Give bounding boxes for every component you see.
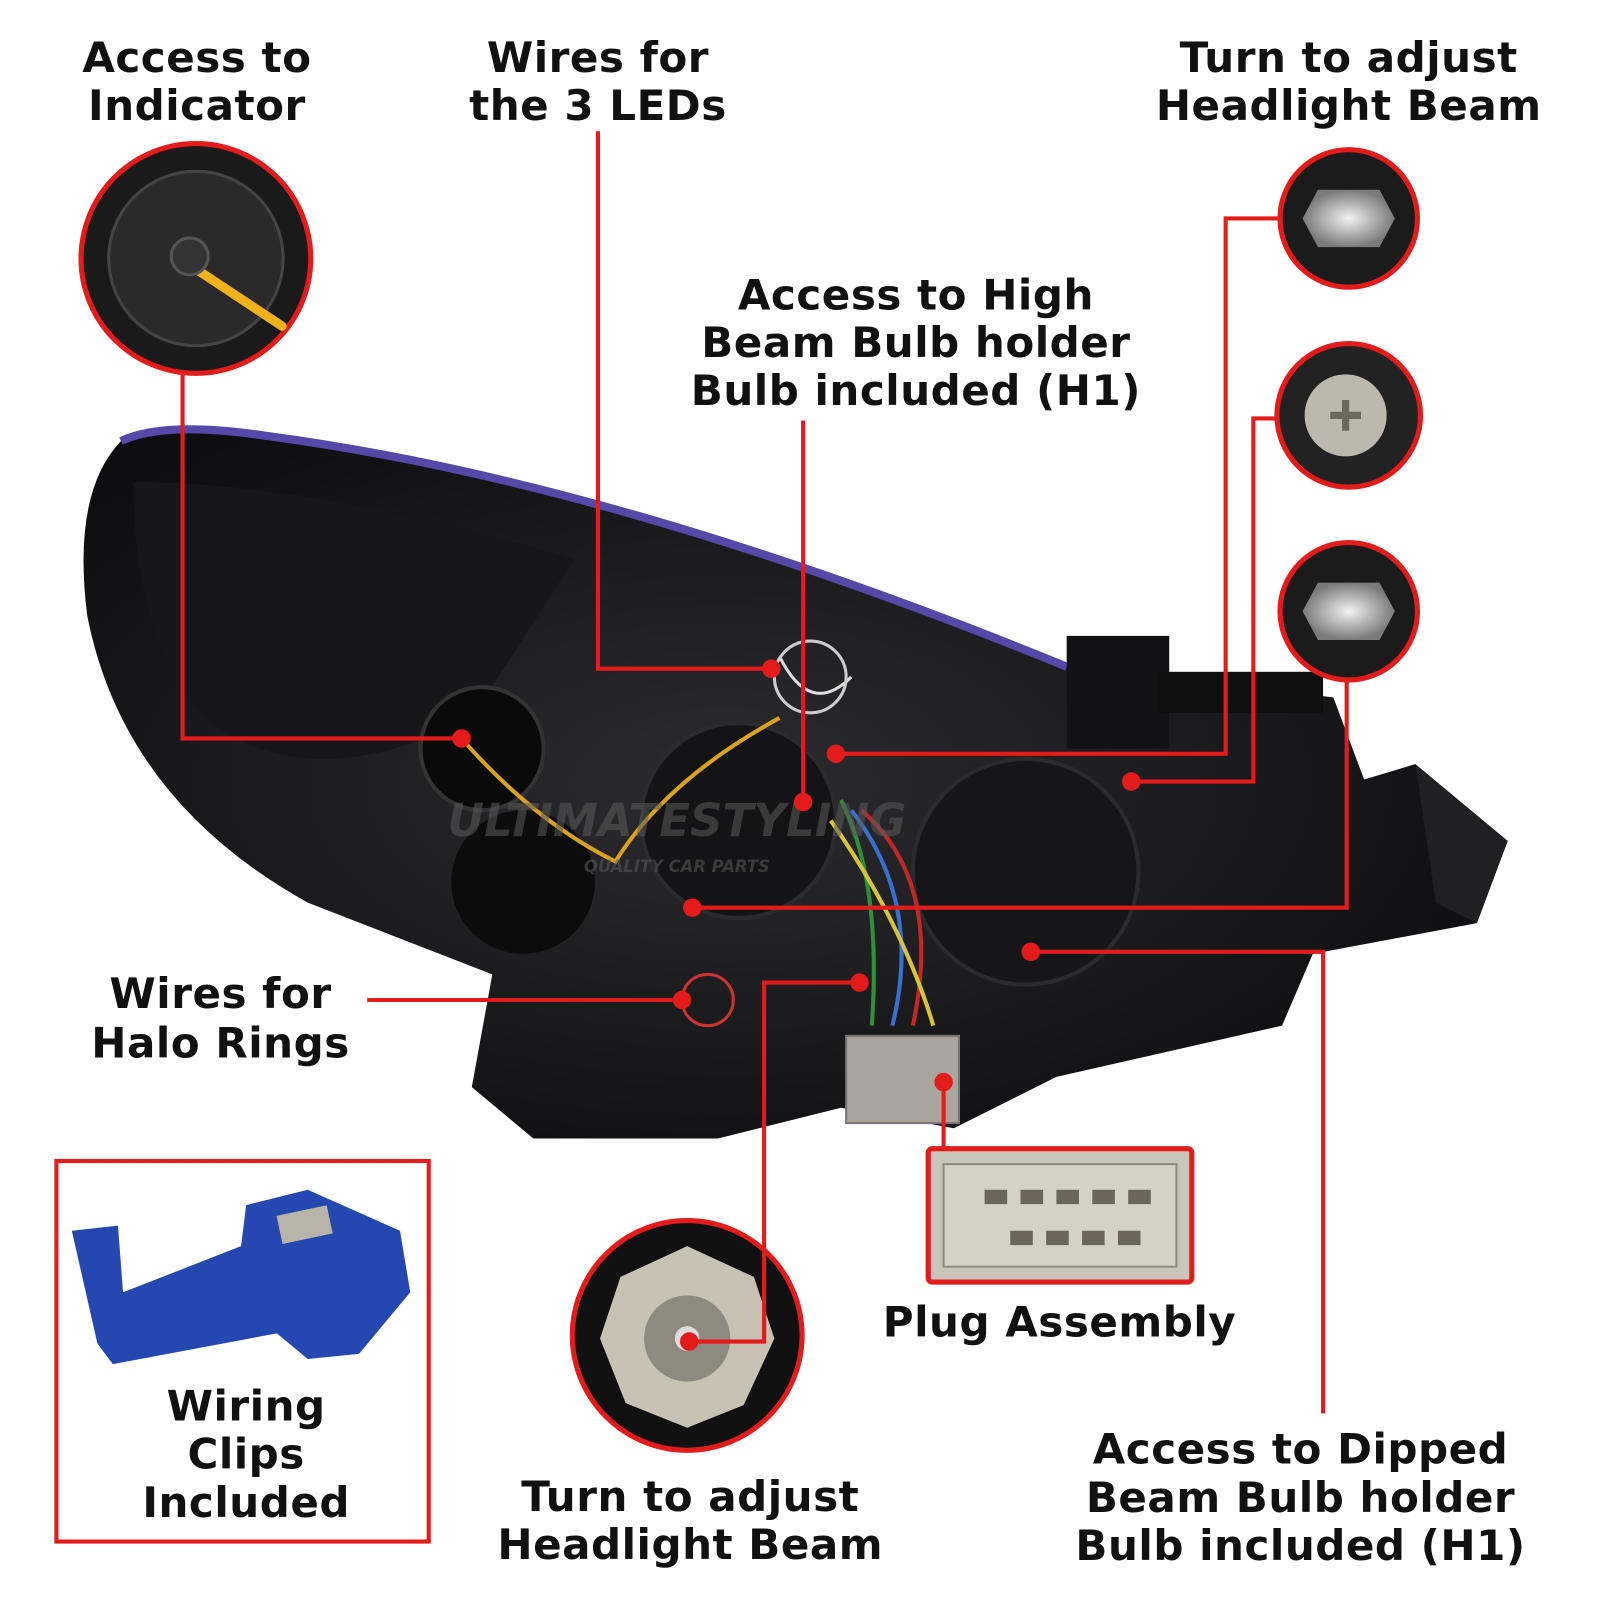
label-line: Turn to adjust — [1180, 33, 1518, 82]
label-line: Included — [142, 1478, 350, 1527]
label-line: Beam Bulb holder — [1086, 1473, 1515, 1522]
plug-detail-box — [925, 1146, 1195, 1285]
wiring-clips-box — [54, 1158, 431, 1544]
label-line: Wiring — [167, 1382, 326, 1431]
label-led-wires: Wires for the 3 LEDs — [469, 33, 727, 130]
screw-detail-circle — [1274, 341, 1424, 490]
label-line: Beam Bulb holder — [701, 318, 1130, 367]
label-line: Turn to adjust — [521, 1472, 859, 1521]
label-line: Bulb included (H1) — [1075, 1521, 1525, 1570]
label-line: Wires for — [109, 969, 331, 1018]
label-high-beam: Access to High Beam Bulb holder Bulb inc… — [691, 271, 1141, 415]
label-wiring-clips: Wiring Clips Included — [142, 1382, 350, 1527]
label-line: Bulb included (H1) — [691, 366, 1141, 415]
label-dipped-beam: Access to Dipped Beam Bulb holder Bulb i… — [1075, 1425, 1525, 1570]
label-line: Clips — [187, 1430, 304, 1479]
label-line: Access to High — [738, 271, 1094, 320]
label-line: the 3 LEDs — [469, 81, 727, 130]
watermark-tagline: QUALITY CAR PARTS — [584, 857, 770, 876]
callout-lines — [180, 131, 1349, 1414]
label-line: Wires for — [487, 33, 709, 82]
adjuster-detail-circle-1 — [1277, 147, 1420, 290]
label-turn-adjust-top: Turn to adjust Headlight Beam — [1156, 33, 1542, 130]
label-turn-adjust-bottom: Turn to adjust Headlight Beam — [497, 1472, 883, 1569]
label-line: Headlight Beam — [1156, 81, 1542, 130]
label-halo-wires: Wires for Halo Rings — [91, 969, 349, 1067]
label-line: Headlight Beam — [497, 1520, 883, 1569]
watermark-brand: ULTIMATESTYLING — [448, 794, 907, 847]
label-access-indicator: Access to Indicator — [82, 33, 311, 130]
label-line: Access to Dipped — [1093, 1425, 1509, 1474]
label-plug-assembly: Plug Assembly — [883, 1297, 1236, 1346]
adjuster-detail-circle-2 — [1277, 540, 1420, 683]
label-line: Indicator — [88, 81, 306, 130]
indicator-detail-circle — [78, 141, 314, 376]
headlight-housing: ULTIMATESTYLING QUALITY CAR PARTS — [83, 425, 1508, 1139]
label-line: Access to — [82, 33, 311, 82]
label-line: Halo Rings — [91, 1018, 349, 1067]
